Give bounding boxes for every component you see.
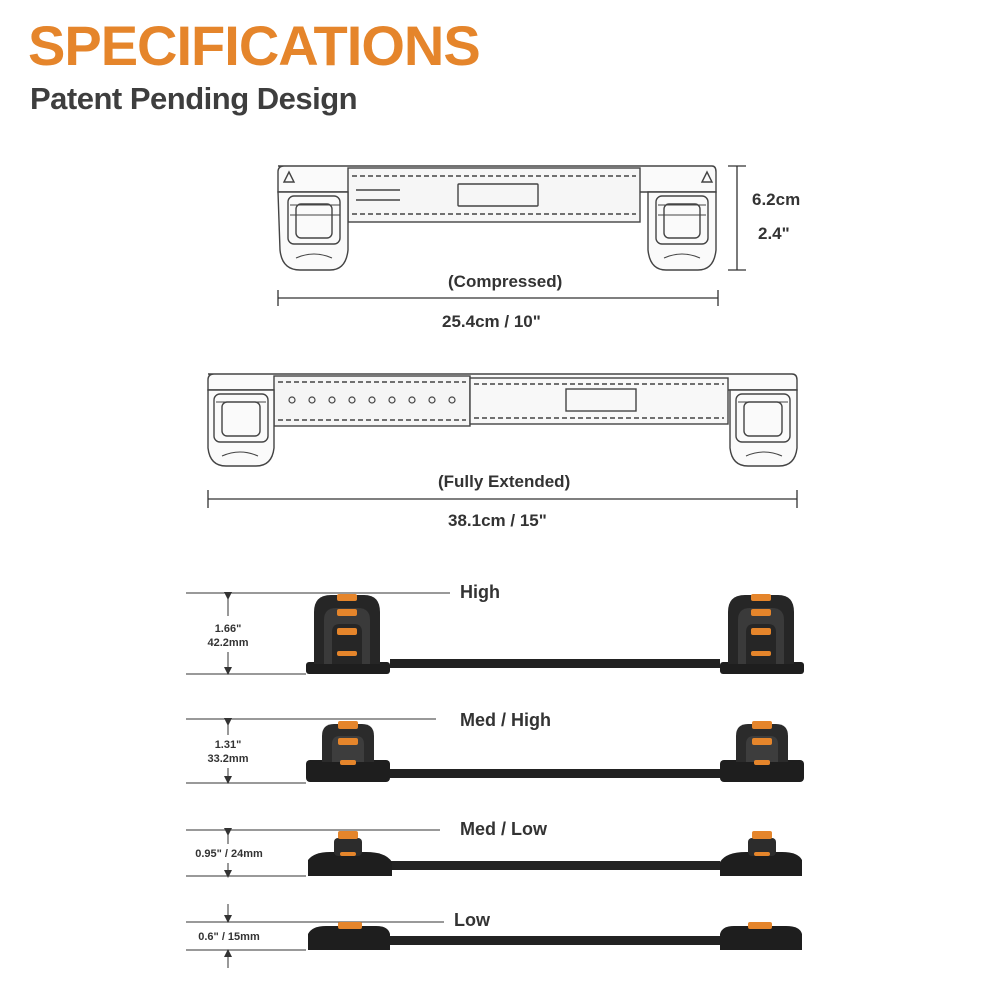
low-height-value: 0.6" / 15mm xyxy=(198,931,260,943)
high-height-mm: 42.2mm xyxy=(207,637,249,649)
compressed-label: (Compressed) xyxy=(448,272,563,291)
med-high-height-dimension xyxy=(186,718,436,784)
high-height-dimension xyxy=(186,592,450,675)
height-label-low: Low xyxy=(454,910,490,930)
med-high-riser-profile xyxy=(306,721,804,782)
low-height-dimension xyxy=(186,904,444,968)
med-high-height-in: 1.31" xyxy=(214,739,242,751)
page-title: SPECIFICATIONS xyxy=(28,14,481,77)
compressed-riser-drawing xyxy=(277,165,717,271)
extended-label: (Fully Extended) xyxy=(438,472,571,491)
med-high-height-mm: 33.2mm xyxy=(207,753,249,765)
med-low-height-value: 0.95" / 24mm xyxy=(195,848,263,860)
med-low-height-dimension xyxy=(186,828,440,878)
extended-width-dimension xyxy=(207,490,798,508)
height-label-med-low: Med / Low xyxy=(460,819,547,839)
height-label-high: High xyxy=(460,582,500,602)
high-riser-profile xyxy=(306,594,804,674)
high-height-in: 1.66" xyxy=(214,623,242,635)
compressed-height-cm: 6.2cm xyxy=(752,190,801,209)
high-height-value: 1.66" 42.2mm xyxy=(188,622,268,650)
height-label-med-high: Med / High xyxy=(460,710,551,730)
med-high-height-value: 1.31" 33.2mm xyxy=(188,738,268,766)
extended-riser-drawing xyxy=(207,373,798,467)
compressed-width: 25.4cm / 10" xyxy=(442,312,541,331)
low-riser-profile xyxy=(308,922,802,950)
med-low-riser-profile xyxy=(308,831,802,876)
page-subtitle: Patent Pending Design xyxy=(30,81,358,116)
compressed-height-in: 2.4" xyxy=(758,224,790,243)
compressed-width-dimension xyxy=(277,290,719,306)
compressed-height-dimension xyxy=(728,165,746,271)
extended-width: 38.1cm / 15" xyxy=(448,511,547,530)
